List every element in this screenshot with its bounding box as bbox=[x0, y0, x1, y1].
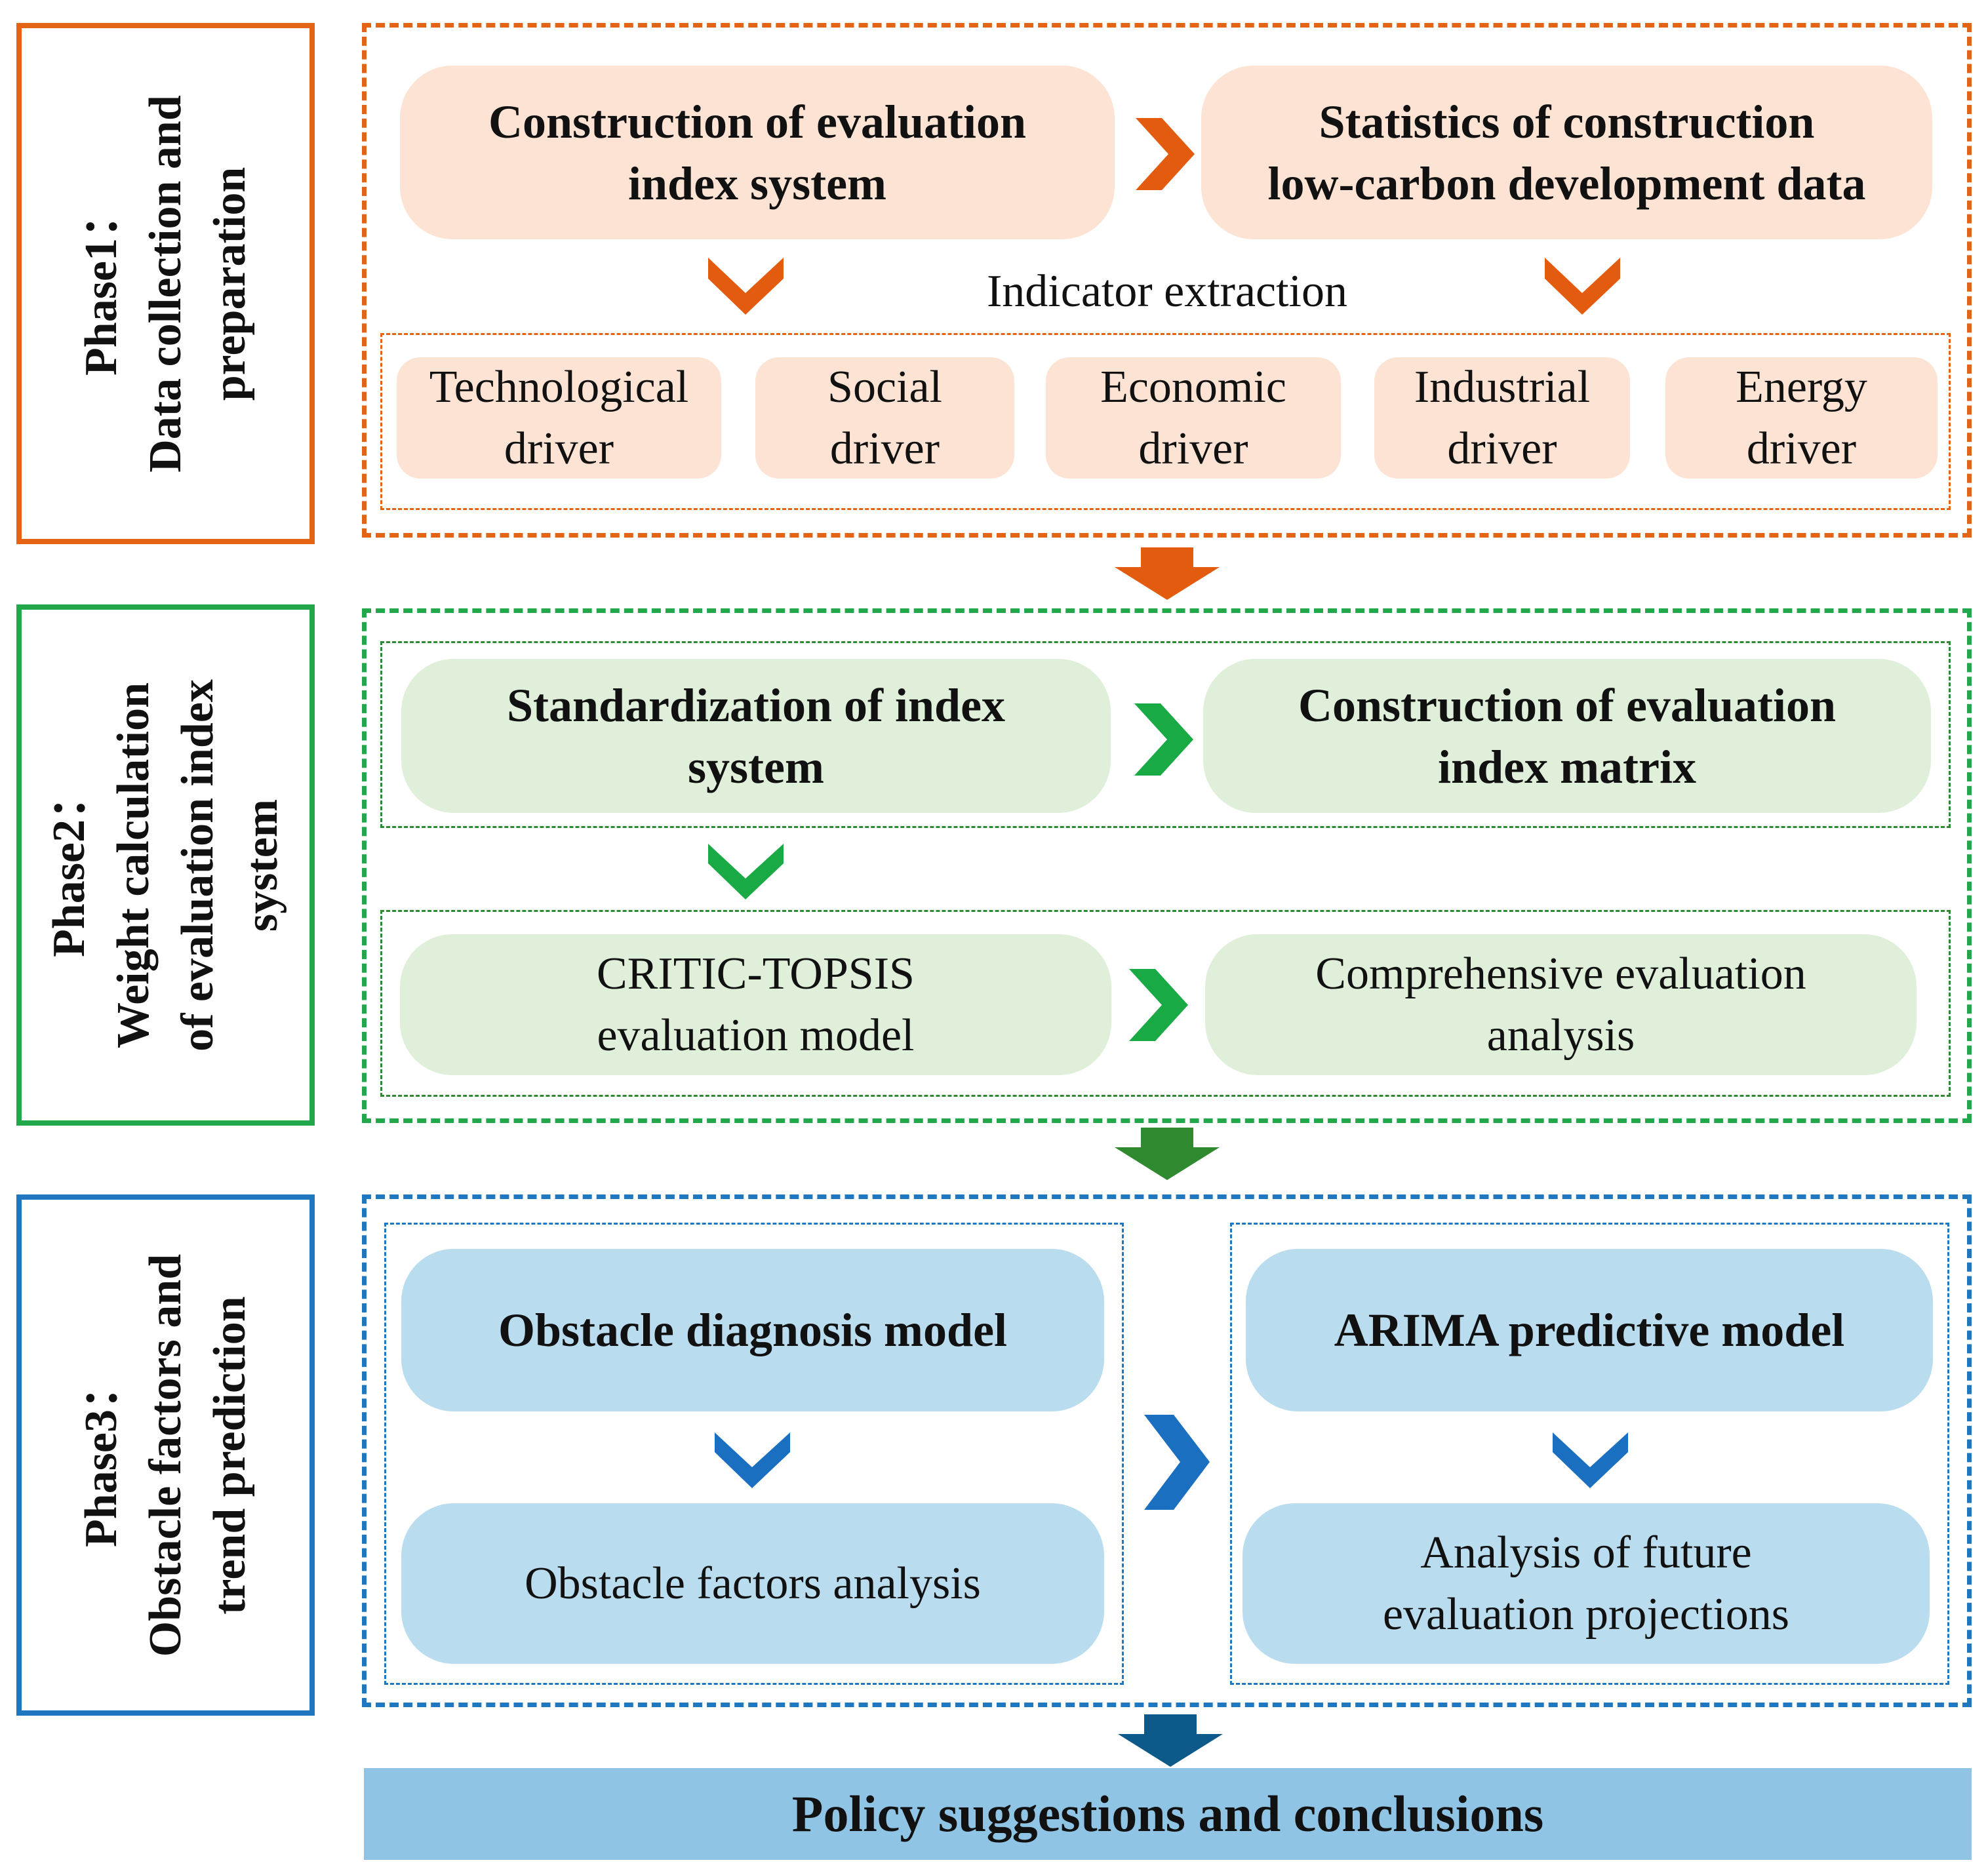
chevron-right-icon bbox=[1129, 969, 1188, 1041]
driver-technological: Technological driver bbox=[397, 357, 721, 479]
down-arrow-icon bbox=[1118, 1714, 1223, 1767]
phase1-index-system-text: Construction of evaluation index system bbox=[488, 95, 1027, 210]
phase2-lower-container bbox=[380, 910, 1951, 1097]
driver-energy: Energy driver bbox=[1665, 357, 1938, 479]
phase1-container bbox=[362, 23, 1972, 538]
arima-model-box: ARIMA predictive model bbox=[1246, 1249, 1933, 1411]
future-projections-box: Analysis of future evaluation projection… bbox=[1242, 1503, 1930, 1664]
phase3-right-container bbox=[1230, 1223, 1949, 1685]
driver-label: Economic driver bbox=[1100, 361, 1286, 474]
driver-label: Industrial driver bbox=[1414, 361, 1591, 474]
obstacle-diagnosis-text: Obstacle diagnosis model bbox=[498, 1304, 1008, 1356]
phase3-label-box: Phase3： Obstacle factors and trend predi… bbox=[16, 1194, 315, 1716]
phase1-label: Phase1： Data collection and preparation bbox=[75, 94, 255, 473]
phase2-upper-container bbox=[380, 641, 1951, 828]
phase2-label-box: Phase2： Weight calculation of evaluation… bbox=[16, 604, 315, 1126]
chevron-right-icon bbox=[1136, 118, 1195, 190]
driver-label: Social driver bbox=[827, 361, 942, 474]
driver-label: Energy driver bbox=[1736, 361, 1867, 474]
phase1-statistics-box: Statistics of construction low-carbon de… bbox=[1201, 66, 1932, 239]
phase1-label-box: Phase1： Data collection and preparation bbox=[16, 23, 315, 544]
down-arrow-icon bbox=[1115, 547, 1220, 600]
chevron-down-icon bbox=[715, 1432, 790, 1488]
comprehensive-evaluation-box: Comprehensive evaluation analysis bbox=[1205, 934, 1917, 1075]
phase3-left-container bbox=[384, 1223, 1124, 1685]
phase1-statistics-text: Statistics of construction low-carbon de… bbox=[1267, 95, 1866, 210]
obstacle-factors-box: Obstacle factors analysis bbox=[401, 1503, 1104, 1664]
comprehensive-evaluation-text: Comprehensive evaluation analysis bbox=[1315, 948, 1806, 1061]
driver-social: Social driver bbox=[755, 357, 1014, 479]
arima-model-text: ARIMA predictive model bbox=[1334, 1304, 1845, 1356]
phase2-label: Phase2： Weight calculation of evaluation… bbox=[43, 679, 287, 1052]
evaluation-matrix-text: Construction of evaluation index matrix bbox=[1298, 679, 1837, 793]
phase1-index-system-box: Construction of evaluation index system bbox=[400, 66, 1115, 239]
phase3-container bbox=[362, 1194, 1972, 1707]
chevron-down-icon bbox=[1545, 258, 1620, 315]
standardization-text: Standardization of index system bbox=[506, 679, 1006, 793]
chevron-right-icon bbox=[1144, 1415, 1210, 1510]
driver-industrial: Industrial driver bbox=[1374, 357, 1630, 479]
obstacle-factors-text: Obstacle factors analysis bbox=[525, 1558, 981, 1609]
evaluation-matrix-box: Construction of evaluation index matrix bbox=[1203, 659, 1931, 813]
driver-economic: Economic driver bbox=[1046, 357, 1341, 479]
policy-conclusions-box: Policy suggestions and conclusions bbox=[364, 1768, 1972, 1860]
chevron-down-icon bbox=[708, 844, 784, 899]
chevron-down-icon bbox=[708, 258, 784, 315]
phase3-label: Phase3： Obstacle factors and trend predi… bbox=[75, 1253, 255, 1657]
down-arrow-icon bbox=[1115, 1128, 1220, 1180]
chevron-right-icon bbox=[1134, 703, 1193, 776]
phase1-drivers-container bbox=[380, 333, 1951, 510]
policy-conclusions-text: Policy suggestions and conclusions bbox=[791, 1785, 1544, 1842]
chevron-down-icon bbox=[1553, 1432, 1628, 1488]
future-projections-text: Analysis of future evaluation projection… bbox=[1382, 1527, 1790, 1640]
critic-topsis-box: CRITIC-TOPSIS evaluation model bbox=[400, 934, 1111, 1075]
phase2-container bbox=[362, 608, 1972, 1123]
obstacle-diagnosis-box: Obstacle diagnosis model bbox=[401, 1249, 1104, 1411]
driver-label: Technological driver bbox=[429, 361, 689, 474]
indicator-extraction-caption: Indicator extraction bbox=[986, 266, 1348, 317]
critic-topsis-text: CRITIC-TOPSIS evaluation model bbox=[597, 948, 915, 1061]
standardization-box: Standardization of index system bbox=[401, 659, 1111, 813]
